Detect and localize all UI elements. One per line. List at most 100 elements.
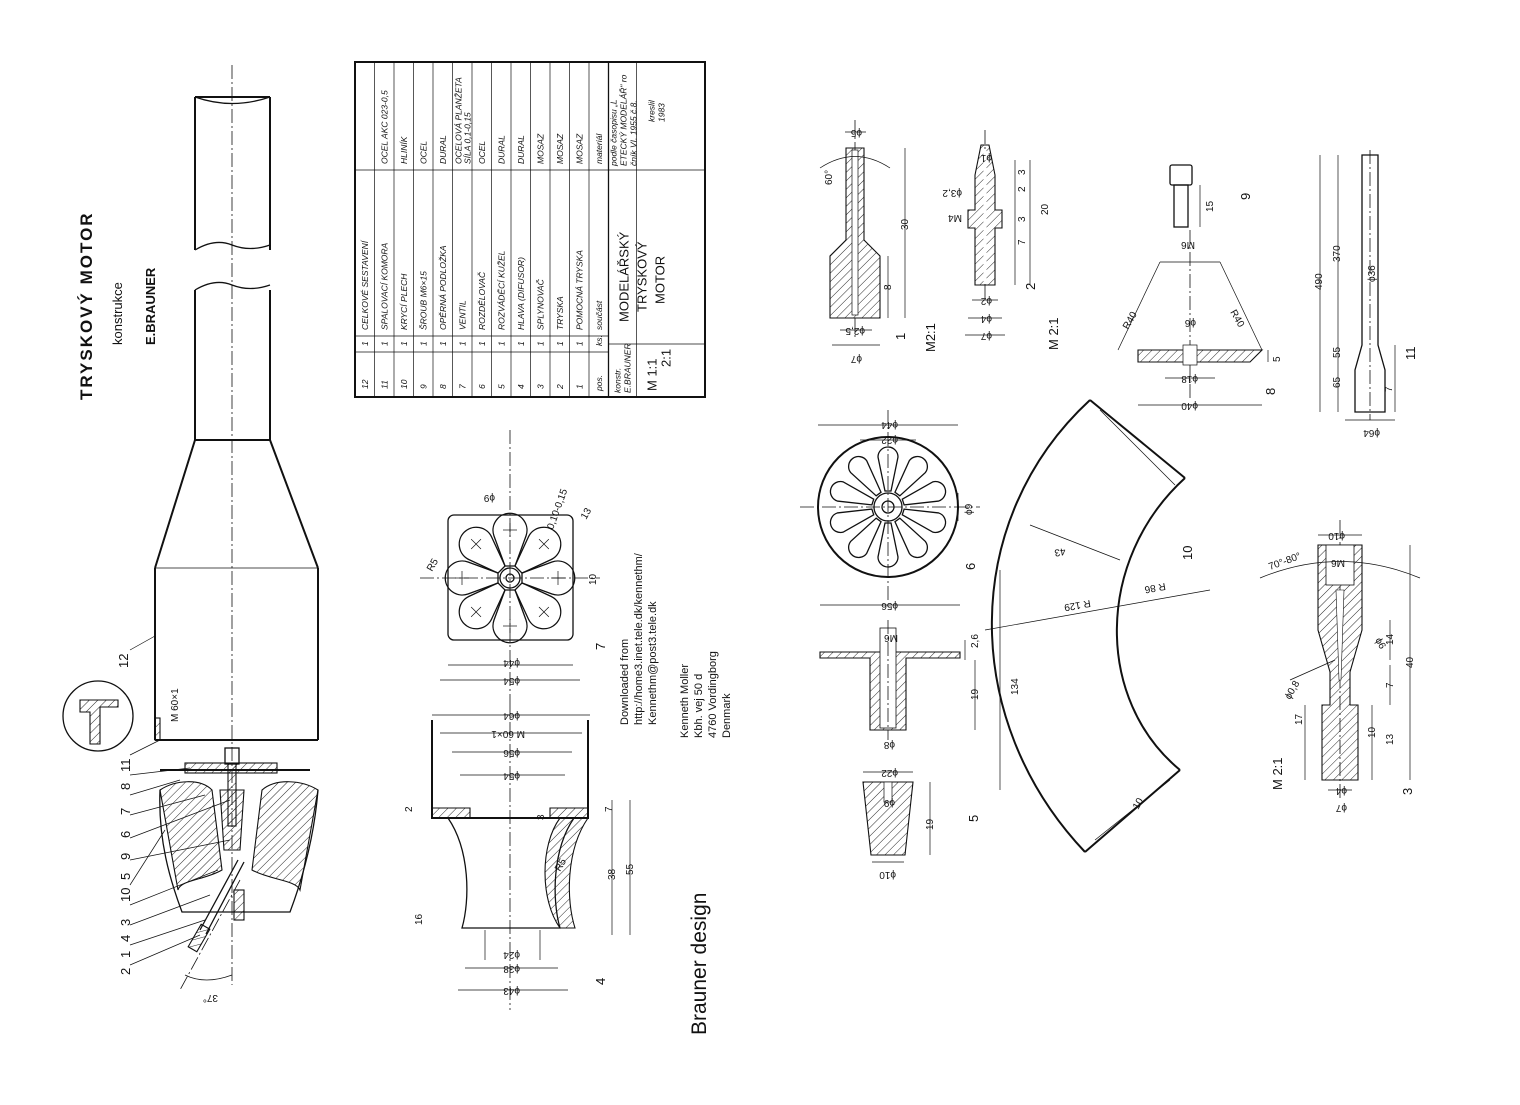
table-material: HLINÍK bbox=[399, 136, 409, 164]
footer-scale: M 1:1 bbox=[645, 358, 660, 391]
table-pos: 10 bbox=[399, 379, 409, 389]
svg-text:M6: M6 bbox=[884, 632, 898, 643]
svg-text:ϕ6: ϕ6 bbox=[1372, 636, 1387, 652]
svg-text:ϕ24: ϕ24 bbox=[503, 949, 520, 960]
svg-text:ϕ10: ϕ10 bbox=[1328, 530, 1345, 541]
part-8-washer: R40 R40 ϕ6 ϕ18 ϕ40 5 8 bbox=[1117, 230, 1283, 411]
svg-text:3: 3 bbox=[1017, 216, 1028, 222]
title-block-left: TRYSKOVÝ MOTOR bbox=[77, 211, 96, 400]
svg-text:17: 17 bbox=[1294, 713, 1305, 725]
table-material: MOSAZ bbox=[555, 133, 565, 164]
svg-text:ϕ0,8: ϕ0,8 bbox=[1283, 679, 1302, 702]
valve-petal bbox=[444, 560, 499, 596]
part-4-head: ϕ64 M 60×1 ϕ56 ϕ54 ϕ24 ϕ38 ϕ43 55 38 16 … bbox=[404, 700, 636, 1010]
angle-note: 37° bbox=[203, 992, 218, 1003]
assembly-callouts: 2 1 4 3 10 5 9 6 7 8 11 bbox=[118, 759, 133, 976]
table-part-name: SPLYNOVAČ bbox=[536, 278, 546, 330]
drawing-author: E.BRAUNER bbox=[143, 267, 158, 345]
svg-text:30: 30 bbox=[900, 218, 911, 230]
drawing-subtitle: konstrukce bbox=[110, 282, 125, 345]
svg-text:7: 7 bbox=[1384, 386, 1395, 392]
svg-text:M6: M6 bbox=[1181, 239, 1195, 250]
svg-text:0,10-0,15: 0,10-0,15 bbox=[545, 487, 570, 531]
table-part-name: KRYCÍ PLECH bbox=[399, 273, 409, 330]
footer-drawn-year: 1983 bbox=[657, 103, 667, 122]
svg-text:3: 3 bbox=[1017, 169, 1028, 175]
svg-text:43: 43 bbox=[1053, 545, 1066, 558]
table-pos: 5 bbox=[497, 384, 507, 389]
table-part-name: TRYSKA bbox=[555, 296, 565, 330]
part-3-scale: M 2:1 bbox=[1270, 757, 1285, 790]
svg-text:7: 7 bbox=[604, 806, 615, 812]
part-5-label: 5 bbox=[966, 815, 981, 822]
address-line-3: 4760 Vordingborg bbox=[707, 651, 719, 738]
svg-text:10: 10 bbox=[1367, 726, 1378, 738]
distributor-port bbox=[829, 480, 875, 506]
svg-text:ϕ44: ϕ44 bbox=[503, 657, 520, 668]
svg-text:ϕ3,2: ϕ3,2 bbox=[942, 187, 962, 198]
table-pos: 9 bbox=[419, 384, 429, 389]
svg-text:ϕ4: ϕ4 bbox=[1335, 785, 1347, 796]
valve-petal bbox=[492, 512, 528, 567]
assembly-drawing: M 60×1 12 37° bbox=[62, 65, 319, 1003]
part-11-combustion-chamber: 490 370 55 65 ϕ36 ϕ64 7 11 bbox=[1314, 150, 1418, 438]
part-9-label: 9 bbox=[1238, 193, 1253, 200]
table-qty: 1 bbox=[399, 341, 409, 346]
table-qty: 1 bbox=[516, 341, 526, 346]
callout-10: 10 bbox=[118, 888, 133, 902]
table-part-name: ROZDĚLOVAČ bbox=[477, 271, 487, 330]
svg-text:ϕ44: ϕ44 bbox=[881, 419, 898, 430]
table-qty: 1 bbox=[575, 341, 585, 346]
table-header-name: součást bbox=[594, 300, 604, 330]
table-part-name: POMOCNÁ TRYSKA bbox=[575, 250, 585, 330]
footer-name-3: MOTOR bbox=[653, 256, 668, 304]
table-material: SÍLA 0,1-0,15 bbox=[463, 112, 473, 164]
part-9-bolt: 15 M6 9 bbox=[1169, 164, 1253, 250]
design-credit: Brauner design bbox=[688, 893, 711, 1035]
svg-text:60°: 60° bbox=[824, 170, 835, 185]
table-part-name: SPALOVACÍ KOMORA bbox=[380, 242, 390, 330]
svg-text:ϕ56: ϕ56 bbox=[503, 747, 520, 758]
distributor-port bbox=[848, 517, 882, 559]
table-qty: 1 bbox=[438, 341, 448, 346]
footer-drawn: kreslil bbox=[647, 99, 657, 122]
svg-text:10: 10 bbox=[1131, 796, 1146, 812]
part-8-label: 8 bbox=[1263, 388, 1278, 395]
part-7-label: 7 bbox=[593, 643, 608, 650]
svg-text:ϕ2: ϕ2 bbox=[980, 295, 992, 306]
svg-text:8: 8 bbox=[883, 284, 894, 290]
svg-text:38: 38 bbox=[607, 868, 618, 880]
part-1-aux-nozzle: ϕ5 60° 30 8 ϕ2,5 ϕ7 1 M2:1 bbox=[819, 120, 938, 364]
table-qty: 1 bbox=[536, 341, 546, 346]
footer-source-3: čník VI. 1955 č.8. bbox=[629, 100, 639, 166]
table-part-name: OPĚRNÁ PODLOŽKA bbox=[438, 245, 448, 330]
part-11-label: 11 bbox=[1403, 347, 1418, 361]
callout-5: 5 bbox=[118, 873, 133, 880]
part-1-label: 1 bbox=[893, 333, 908, 340]
part-12-callout: 12 bbox=[116, 654, 131, 668]
svg-text:ϕ64: ϕ64 bbox=[503, 710, 520, 721]
distributor-port bbox=[894, 517, 928, 559]
valve-petal bbox=[514, 582, 562, 630]
svg-text:ϕ5: ϕ5 bbox=[850, 127, 862, 138]
table-qty: 1 bbox=[380, 341, 390, 346]
svg-text:R 129: R 129 bbox=[1063, 597, 1092, 613]
part-3-label: 3 bbox=[1400, 788, 1415, 795]
table-pos: 6 bbox=[477, 384, 487, 389]
table-pos: 3 bbox=[536, 384, 546, 389]
table-part-name: ROZVÁDĚCÍ KUŽEL bbox=[497, 250, 507, 330]
svg-text:ϕ6: ϕ6 bbox=[1184, 317, 1196, 328]
svg-text:19: 19 bbox=[925, 818, 936, 830]
part-6-label: 6 bbox=[963, 563, 978, 570]
table-part-name: VENTIL bbox=[458, 300, 468, 330]
part-5-cone: ϕ56 M6 2,6 19 ϕ8 ϕ22 ϕ9 19 ϕ10 5 bbox=[819, 600, 981, 880]
svg-text:ϕ54: ϕ54 bbox=[503, 675, 520, 686]
valve-petal bbox=[514, 526, 562, 574]
table-qty: 1 bbox=[419, 341, 429, 346]
valve-petal bbox=[521, 560, 576, 596]
table-pos: 12 bbox=[360, 379, 370, 389]
table-qty: 1 bbox=[477, 341, 487, 346]
callout-6: 6 bbox=[118, 831, 133, 838]
callout-3: 3 bbox=[118, 919, 133, 926]
footer-konstr: konstr. bbox=[613, 368, 623, 393]
